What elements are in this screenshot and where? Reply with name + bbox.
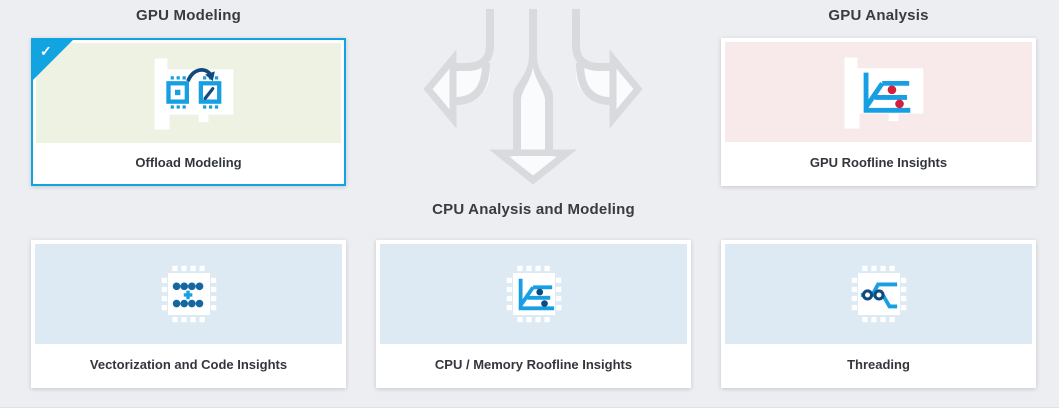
card-icon-area (36, 43, 341, 143)
card-label: GPU Roofline Insights (809, 154, 948, 170)
card-label: Threading (847, 356, 910, 372)
branching-arrows-graphic (423, 9, 643, 185)
card-gpu-roofline-insights[interactable]: GPU Roofline Insights (721, 38, 1036, 186)
section-title-cpu-analysis-modeling: CPU Analysis and Modeling (432, 201, 635, 218)
card-icon-area (35, 244, 342, 344)
card-label: CPU / Memory Roofline Insights (434, 356, 633, 372)
gpu-roofline-icon (843, 57, 923, 129)
card-icon-area (725, 42, 1032, 142)
card-icon-area (725, 244, 1032, 344)
card-vectorization-code-insights[interactable]: Vectorization and Code Insights (31, 240, 346, 388)
card-offload-modeling[interactable]: Offload Modeling ✓ (31, 38, 346, 186)
card-threading[interactable]: Threading (721, 240, 1036, 388)
card-label: Offload Modeling (135, 154, 242, 170)
cpu-threading-icon (851, 265, 906, 323)
selected-corner-badge (33, 40, 73, 80)
section-title-gpu-modeling: GPU Modeling (136, 7, 241, 24)
card-cpu-memory-roofline-insights[interactable]: CPU / Memory Roofline Insights (376, 240, 691, 388)
cpu-roofline-icon (506, 265, 561, 323)
check-icon: ✓ (40, 43, 52, 59)
section-title-gpu-analysis: GPU Analysis (828, 7, 929, 24)
card-label: Vectorization and Code Insights (89, 356, 288, 372)
card-icon-area (380, 244, 687, 344)
gpu-offload-modeling-icon (153, 58, 233, 130)
cpu-vectorization-icon (161, 265, 216, 323)
